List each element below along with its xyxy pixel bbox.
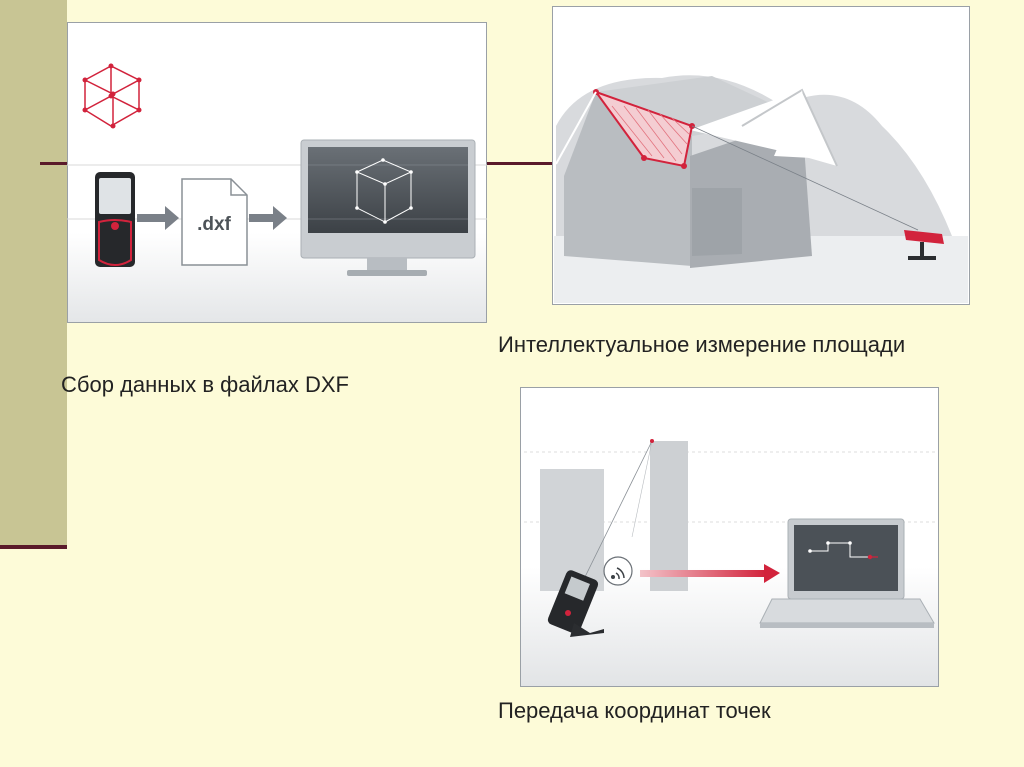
caption-transfer: Передача координат точек: [498, 698, 771, 723]
caption-dxf: Сбор данных в файлах DXF: [61, 372, 349, 397]
dxf-file-icon: [181, 178, 248, 266]
dxf-illustration: .dxf: [67, 22, 487, 323]
top-rule-left: [40, 162, 70, 165]
laptop-icon: [759, 518, 935, 628]
caption-area: Интеллектуальное измерение площади: [498, 332, 906, 357]
point-transfer-illustration: [520, 387, 939, 687]
top-rule-middle: [487, 162, 555, 165]
house-illustration: [564, 76, 838, 268]
laser-line: [691, 125, 919, 231]
sidebar-bar: [0, 0, 67, 547]
area-measurement-illustration: [552, 6, 970, 305]
file-label: .dxf: [197, 214, 231, 235]
rangefinder-device-icon: [547, 570, 604, 637]
wireless-icon: [603, 556, 633, 586]
rangefinder-device-icon: [95, 172, 135, 267]
bottom-rule: [0, 545, 67, 549]
rangefinder-on-stand-icon: [904, 230, 944, 260]
transfer-arrow-icon: [640, 564, 780, 583]
monitor-icon: [300, 139, 476, 276]
